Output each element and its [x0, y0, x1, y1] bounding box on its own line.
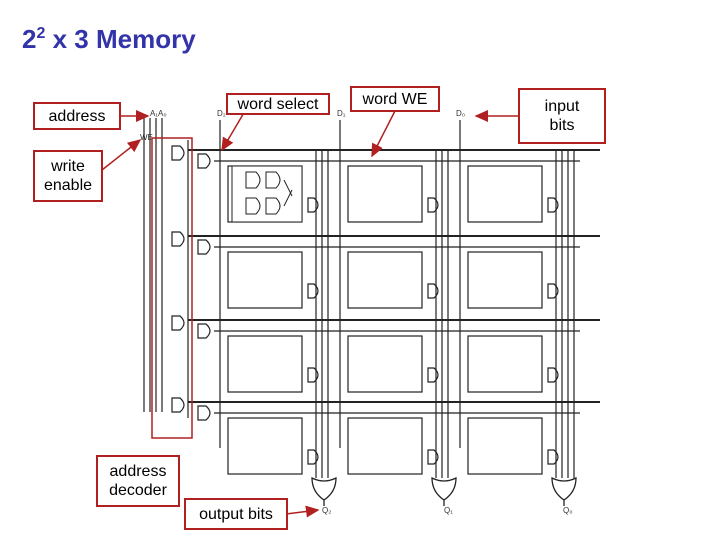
address-decoder-callout: address decoder [96, 455, 180, 507]
word-we-and-gate [197, 323, 211, 339]
memory-cell [227, 417, 303, 475]
flip-flop-detail [231, 165, 303, 223]
we-line-label: WE [140, 133, 153, 142]
memory-cell [347, 335, 423, 393]
slide-title: 22 x 3 Memory [22, 24, 196, 55]
memory-cell [347, 165, 423, 223]
word-we-and-gate [197, 239, 211, 255]
memory-cell [467, 165, 543, 223]
decoder-and-gate [171, 145, 185, 161]
decoder-and-gate [171, 231, 185, 247]
word-we-callout: word WE [350, 86, 440, 112]
d2-label: D₂ [217, 109, 226, 118]
output-bits-callout: output bits [184, 498, 288, 530]
address-bus [143, 118, 189, 418]
memory-cell [467, 417, 543, 475]
memory-cell [347, 417, 423, 475]
q2-label: Q₂ [322, 506, 331, 515]
d1-label: D₁ [337, 109, 346, 118]
output-lines [315, 150, 575, 478]
or-gate-q2 [311, 476, 337, 501]
write-enable-callout: write enable [33, 150, 103, 202]
input-bit-lines [219, 120, 461, 448]
title-base: 2 [22, 24, 37, 54]
memory-cell [347, 251, 423, 309]
decoder-and-gate [171, 397, 185, 413]
memory-cell [227, 335, 303, 393]
address-lines-label: A₁A₀ [150, 109, 167, 118]
decoder-outline [151, 137, 193, 439]
input-bits-callout: input bits [518, 88, 606, 144]
word-we-and-gate [197, 153, 211, 169]
or-gate-q0 [551, 476, 577, 501]
q1-label: Q₁ [444, 506, 453, 515]
memory-cell [467, 251, 543, 309]
word-we-and-gate [197, 405, 211, 421]
title-rest: x 3 Memory [45, 24, 196, 54]
q0-label: Q₀ [563, 506, 573, 515]
d0-label: D₀ [456, 109, 465, 118]
title-exponent: 2 [36, 25, 46, 42]
decoder-and-gate [171, 315, 185, 331]
or-gate-q1 [431, 476, 457, 501]
address-callout: address [33, 102, 121, 130]
or-gates [311, 476, 577, 506]
memory-cell [467, 335, 543, 393]
memory-cell [227, 251, 303, 309]
callout-arrows [101, 110, 524, 518]
word-select-callout: word select [226, 93, 330, 115]
